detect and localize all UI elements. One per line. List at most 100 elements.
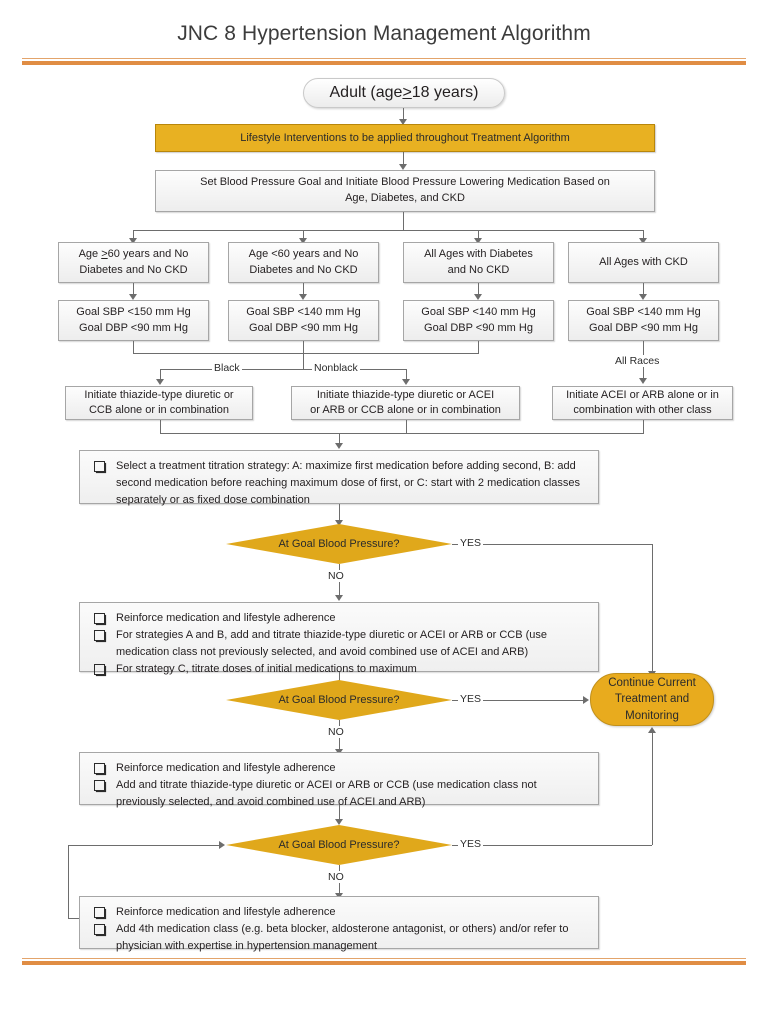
connector-goals-merge-bus [133,353,479,354]
population-line-2: Diabetes and No CKD [79,263,188,276]
list-item: Reinforce medication and lifestyle adher… [88,760,588,777]
edge-label-all-races: All Races [613,355,662,367]
checkbox-icon [94,763,105,774]
goal-sbp: Goal SBP <140 mm Hg [246,305,361,318]
strategy-selection-box: Select a treatment titration strategy: A… [79,450,599,506]
connector-initiate-merge-stem [339,433,340,444]
arrow-down-icon [335,595,343,601]
connector-branch-1 [133,230,134,239]
population-line-1: Age <60 years and No [248,247,359,260]
initiate-line-2: combination with other class [573,404,712,416]
population-line-1: Age >60 years and No [78,247,189,260]
connector-feedback-left [68,845,69,918]
decision-label: At Goal Blood Pressure? [278,694,400,706]
list-item: Add and titrate thiazide-type diuretic o… [88,777,588,811]
population-line-2: and No CKD [447,263,510,276]
connector-branch-3 [478,230,479,239]
arrow-right-icon [219,841,225,849]
population-box-ckd: All Ages with CKD [568,242,719,283]
connector-setgoal-bus [133,230,643,231]
list-item: For strategies A and B, add and titrate … [88,627,588,661]
terminal-line-1: Continue Current [608,677,696,689]
rule-thick-line [22,961,746,965]
initiate-line-1: Initiate thiazide-type diuretic or [84,388,234,401]
edge-label-yes-1: YES [458,537,484,549]
edge-label-yes-2: YES [458,693,484,705]
connector-initiate1-down [160,420,161,433]
connector-nonblack-down [406,369,407,380]
terminal-line-2: Treatment and [614,693,690,706]
checkbox-icon [94,630,105,642]
goal-sbp: Goal SBP <150 mm Hg [76,305,191,318]
connector-feedback-top [68,845,220,846]
rule-thick-line [22,61,746,65]
lifestyle-interventions-bar: Lifestyle Interventions to be applied th… [155,124,655,152]
decision-diamond-3: At Goal Blood Pressure? [226,825,452,865]
terminal-line-3: Monitoring [625,709,679,722]
greater-equal-glyph: > [402,83,412,101]
connector-branch-4 [643,230,644,239]
connector-pop2-to-goal2 [303,283,304,295]
list-item-label: Add 4th medication class (e.g. beta bloc… [116,923,569,953]
connector-stepbox1-to-decision2 [339,672,340,686]
goal-box-2: Goal SBP <140 mm Hg Goal DBP <90 mm Hg [228,300,379,341]
checkbox-icon [94,924,105,936]
arrow-down-icon [335,819,343,825]
connector-setgoal-stem [403,212,404,230]
arrow-down-icon [474,294,482,300]
arrow-down-icon [156,379,164,385]
connector-decision1-yes [452,544,652,545]
goal-box-3: Goal SBP <140 mm Hg Goal DBP <90 mm Hg [403,300,554,341]
goal-sbp: Goal SBP <140 mm Hg [586,305,701,318]
set-bp-goal-box: Set Blood Pressure Goal and Initiate Blo… [155,170,655,212]
set-goal-line-2: Age, Diabetes, and CKD [345,192,465,204]
arrow-down-icon [402,379,410,385]
rule-thin-line [22,58,746,59]
goal-box-4: Goal SBP <140 mm Hg Goal DBP <90 mm Hg [568,300,719,341]
connector-strategy-to-decision1 [339,504,340,521]
connector-goal1-down [133,341,134,353]
start-node-adult: Adult (age >18 years) [303,78,505,108]
connector-merge-stem [303,353,304,369]
connector-decision1-yes-down [652,544,653,672]
edge-label-yes-3: YES [458,838,484,850]
connector-feedback-bottom [68,918,80,919]
arrow-down-icon [335,520,343,526]
list-item: Select a treatment titration strategy: A… [88,458,588,509]
list-item-label: Reinforce medication and lifestyle adher… [116,762,336,774]
edge-label-nonblack: Nonblack [312,362,360,374]
greater-equal-glyph: > [101,247,108,260]
population-box-diabetes: All Ages with Diabetes and No CKD [403,242,554,283]
rule-thin-line [22,958,746,959]
checkbox-icon [94,907,105,918]
initiate-line-1: Initiate ACEI or ARB alone or in [566,388,719,401]
population-line-1: All Ages with Diabetes [424,247,533,260]
initiate-line-2: CCB alone or in combination [88,404,230,416]
arrow-down-icon [639,378,647,384]
page-title: JNC 8 Hypertension Management Algorithm [177,22,591,45]
initiate-line-2: or ARB or CCB alone or in combination [310,404,501,416]
checkbox-icon [94,664,105,676]
set-goal-line-1: Set Blood Pressure Goal and Initiate Blo… [200,176,610,189]
population-box-age-60-plus: Age >60 years and No Diabetes and No CKD [58,242,209,283]
arrow-down-icon [129,238,137,244]
checkbox-icon [94,780,105,792]
decision-diamond-2: At Goal Blood Pressure? [226,680,452,720]
connector-branch-2 [303,230,304,239]
step-box-3: Reinforce medication and lifestyle adher… [79,896,599,952]
connector-goal2-down [303,341,304,353]
list-item: For strategy C, titrate doses of initial… [88,661,588,678]
connector-goal3-down [478,341,479,353]
list-item: Reinforce medication and lifestyle adher… [88,904,588,921]
arrow-down-icon [639,294,647,300]
arrow-up-icon [648,727,656,733]
header-divider-rule [22,58,746,65]
footer-divider-rule [22,958,746,965]
list-item-label: Reinforce medication and lifestyle adher… [116,906,336,918]
list-item: Add 4th medication class (e.g. beta bloc… [88,921,588,955]
connector-pop4-to-goal4 [643,283,644,295]
population-line-2: Diabetes and No CKD [249,263,358,276]
initiate-line-1: Initiate thiazide-type diuretic or ACEI [316,388,495,401]
decision-label: At Goal Blood Pressure? [278,839,400,851]
list-item-label: Add and titrate thiazide-type diuretic o… [116,779,537,809]
